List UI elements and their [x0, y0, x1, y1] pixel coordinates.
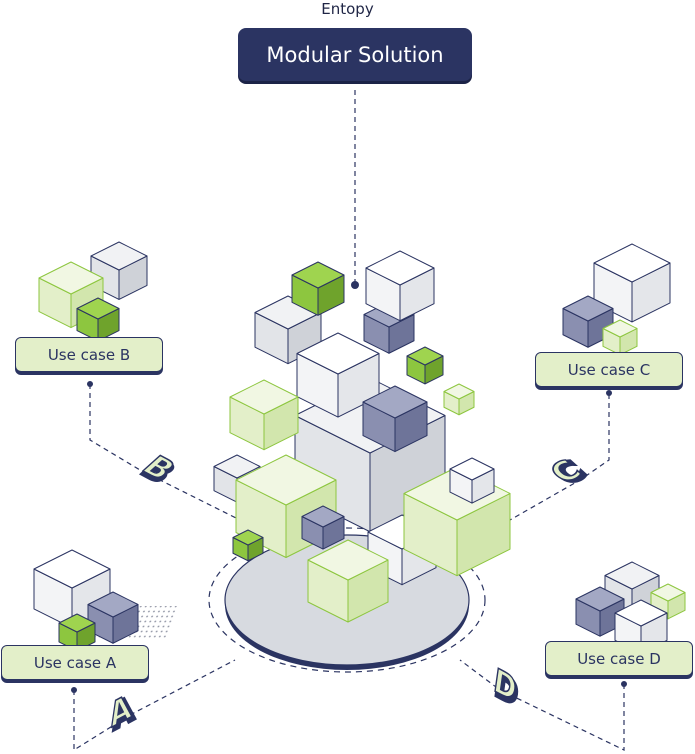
connector-a [73, 659, 236, 752]
cube-29 [449, 457, 495, 504]
cube-20 [406, 346, 444, 385]
cube-14 [291, 261, 345, 316]
cube-2 [76, 297, 120, 342]
cube-26 [232, 529, 264, 562]
cube-6 [33, 549, 111, 629]
use-case-d-box: Use case D [545, 641, 693, 676]
cube-10 [575, 586, 625, 637]
cube-19 [362, 385, 428, 453]
connector-c [509, 394, 610, 521]
cube-16 [365, 250, 435, 322]
use-case-a-box: Use case A [1, 645, 149, 680]
brand-name: Entopy [321, 0, 374, 18]
cube-0 [90, 241, 148, 300]
cube-11 [650, 583, 686, 620]
connectors [73, 90, 625, 752]
cube-5 [602, 319, 638, 356]
use-case-c-box: Use case C [535, 352, 683, 387]
cube-21 [443, 383, 475, 416]
letter-a-marker: A A [107, 687, 138, 740]
cube-cluster [33, 241, 686, 654]
cube-8 [58, 613, 96, 652]
connector-dots [71, 281, 627, 693]
cube-25 [301, 505, 345, 550]
cube-7 [87, 591, 139, 644]
letter-c-marker: C C [542, 454, 596, 493]
cube-30 [307, 539, 389, 623]
connector-b [89, 384, 241, 521]
use-case-b-box: Use case B [15, 337, 163, 372]
letter-d-marker: D D [491, 661, 522, 716]
connector-d [459, 659, 625, 751]
cube-3 [593, 243, 671, 323]
cube-22 [229, 379, 299, 451]
letter-b-marker: B B [132, 449, 184, 490]
modular-solution-box: Modular Solution [238, 28, 472, 81]
cube-24 [235, 454, 337, 558]
